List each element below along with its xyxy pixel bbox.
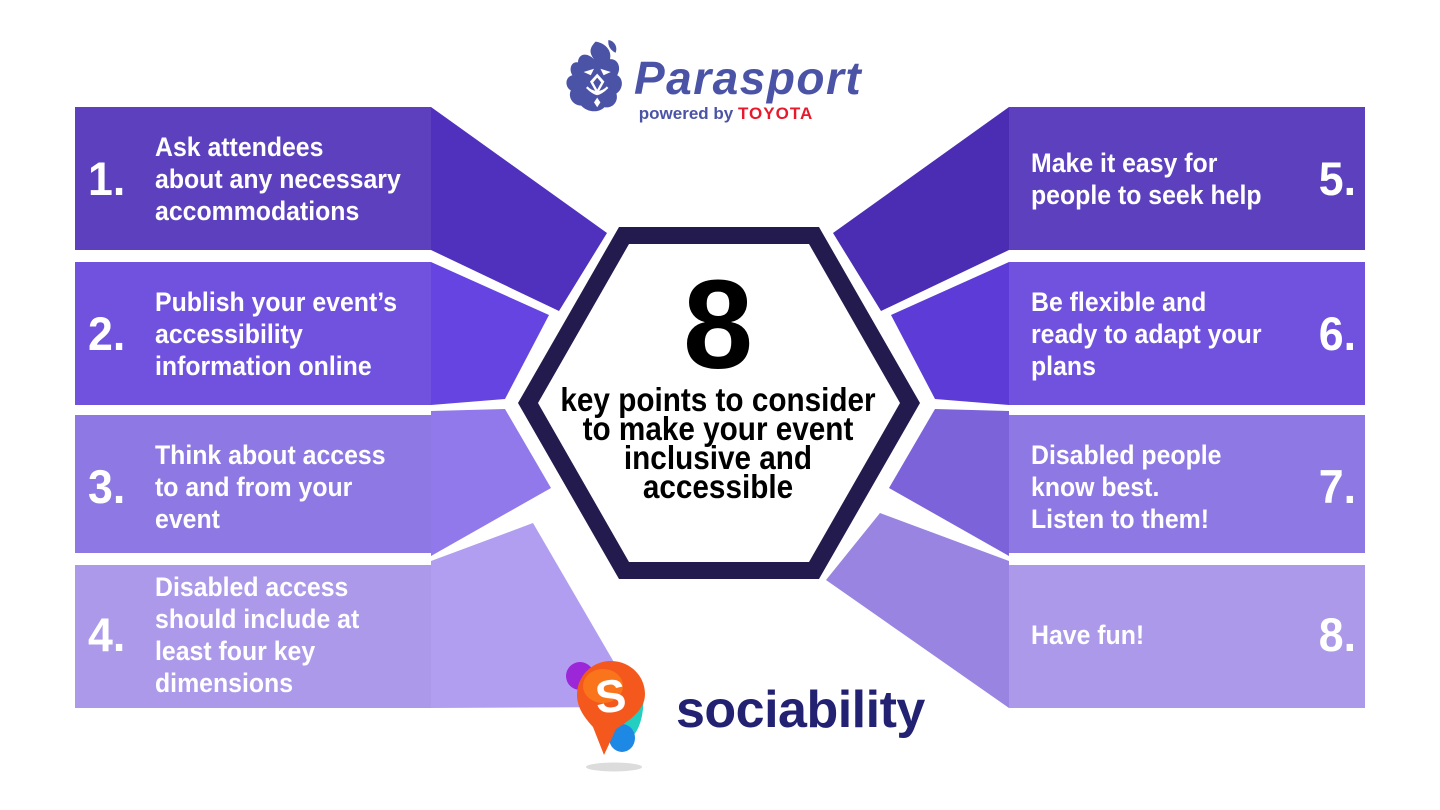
logo-letter: S: [593, 669, 629, 724]
item-8-text: Have fun!: [1031, 619, 1145, 650]
band-8-rect-shape: [1009, 565, 1365, 708]
item-4-number: 4.: [88, 608, 126, 661]
band-4-angled-shape: [431, 523, 640, 708]
band-7-rect-shape: [1009, 415, 1365, 553]
logo-orange-highlight: [583, 669, 623, 703]
lion-logo-icon: [566, 40, 622, 112]
item-3-number: 3.: [88, 460, 126, 513]
powered-by-label: powered by: [638, 104, 734, 123]
item-2-text: Publish your event’s accessibility infor…: [155, 286, 398, 381]
item-7-number: 7.: [1318, 460, 1356, 513]
band-6-rect-shape: [1009, 262, 1365, 405]
band-8-angled-shape: [826, 513, 1009, 708]
item-3-text: Think about access to and from your even…: [155, 439, 386, 534]
band-5-rect-shape: [1009, 107, 1365, 250]
center-count: 8: [682, 254, 754, 395]
band-6-angled-shape: [891, 262, 1009, 405]
parasport-wordmark: Parasport: [634, 52, 863, 104]
item-1-number: 1.: [88, 152, 126, 205]
sociability-logo-icon: S: [566, 661, 645, 772]
item-6-text: Be flexible and ready to adapt your plan…: [1031, 286, 1262, 381]
band-4-rect-shape: [75, 565, 431, 708]
item-2-number: 2.: [88, 307, 126, 360]
hexagon-face: [538, 244, 900, 562]
sociability-wordmark: sociability: [676, 681, 925, 739]
band-2-angled-shape: [431, 262, 549, 405]
logo-shadow: [586, 762, 642, 772]
item-5-text: Make it easy for people to seek help: [1031, 147, 1262, 210]
powered-by-line: powered by TOYOTA: [600, 105, 852, 123]
item-8-number: 8.: [1318, 608, 1356, 661]
item-5-number: 5.: [1318, 152, 1356, 205]
item-7-text: Disabled people know best. Listen to the…: [1031, 439, 1222, 534]
band-1-angled-shape: [431, 107, 607, 311]
center-caption: key points to consider to make your even…: [560, 381, 876, 505]
band-3-angled-shape: [431, 409, 551, 556]
item-4-text: Disabled access should include at least …: [155, 571, 360, 698]
logo-blue-blob: [609, 724, 635, 752]
item-1-text: Ask attendees about any necessary accomm…: [155, 131, 401, 226]
item-6-number: 6.: [1318, 307, 1356, 360]
band-7-angled-shape: [889, 409, 1009, 556]
band-1-rect-shape: [75, 107, 431, 250]
band-3-rect-shape: [75, 415, 431, 553]
band-2-rect-shape: [75, 262, 431, 405]
band-5-angled-shape: [833, 107, 1009, 311]
toyota-wordmark: TOYOTA: [737, 104, 814, 123]
